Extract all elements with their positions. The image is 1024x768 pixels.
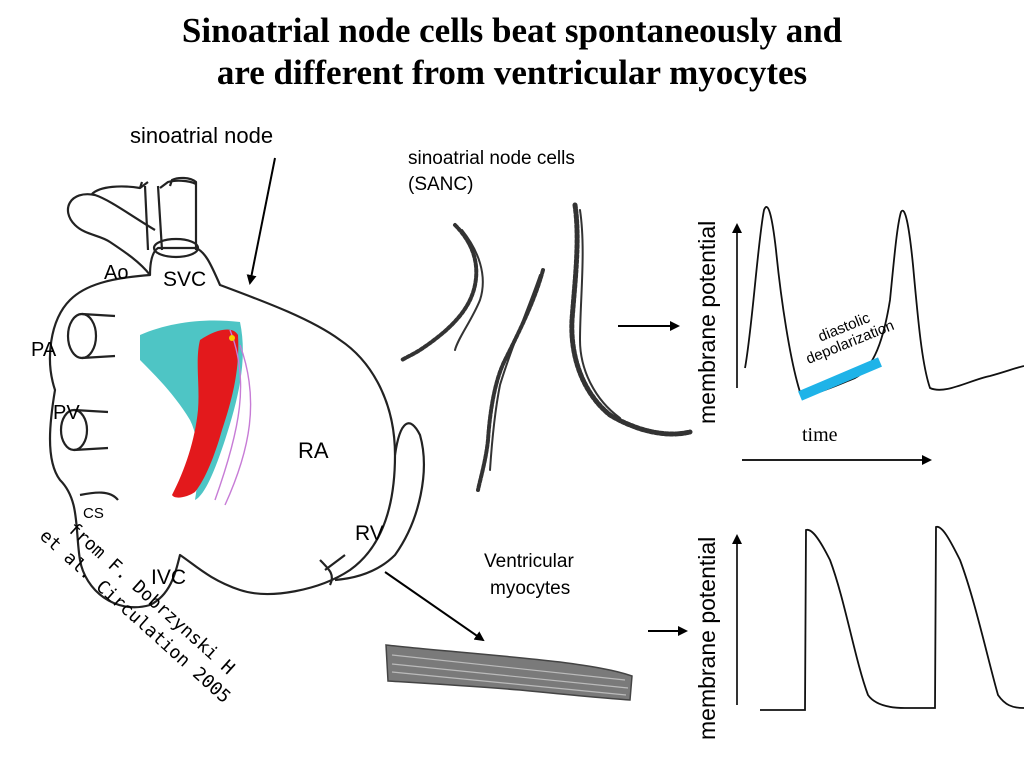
label-pv: PV <box>53 402 80 424</box>
diastolic-depolarization-bar <box>798 357 882 401</box>
label-ra: RA <box>298 438 329 463</box>
ventricular-myocyte-drawing <box>385 644 633 701</box>
label-ao: Ao <box>104 262 129 284</box>
sanc-trace-plot <box>732 206 1024 465</box>
title-line-1: Sinoatrial node cells beat spontaneously… <box>181 11 843 50</box>
sanc-xlabel-time: time <box>802 424 838 446</box>
heart-outline <box>48 246 397 609</box>
label-cs: CS <box>83 505 104 522</box>
sanc-trace-line <box>744 206 1024 395</box>
sanc-label-line-1: sinoatrial node cells <box>408 148 575 169</box>
great-vessels <box>138 176 198 250</box>
ventricular-label-line-1: Ventricular <box>484 551 574 572</box>
sanc-label-line-2: (SANC) <box>408 174 474 195</box>
sanc-ylabel: membrane potential <box>694 220 720 424</box>
label-svc: SVC <box>163 268 207 291</box>
heart-to-myocyte-arrow <box>384 571 485 642</box>
sa-node-label: sinoatrial node <box>130 123 274 148</box>
label-ivc: IVC <box>151 566 187 589</box>
sanc-cells-drawing <box>400 202 693 492</box>
aorta-outline <box>66 193 156 276</box>
vent-ylabel: membrane potential <box>694 536 720 740</box>
sa-node-red <box>172 329 239 498</box>
title-line-2: are different from ventricular myocytes <box>216 53 808 92</box>
ventricular-label-line-2: myocytes <box>490 578 571 599</box>
ventricular-trace-plot <box>732 526 1024 711</box>
label-pa: PA <box>31 339 57 361</box>
slide-title: Sinoatrial node cells beat spontaneously… <box>0 10 1024 94</box>
sa-node-arrow <box>246 157 276 285</box>
label-rv: RV <box>355 522 384 545</box>
heart-illustration <box>48 176 425 609</box>
vent-trace-line <box>760 526 1024 711</box>
nerve-fibers <box>214 329 252 506</box>
